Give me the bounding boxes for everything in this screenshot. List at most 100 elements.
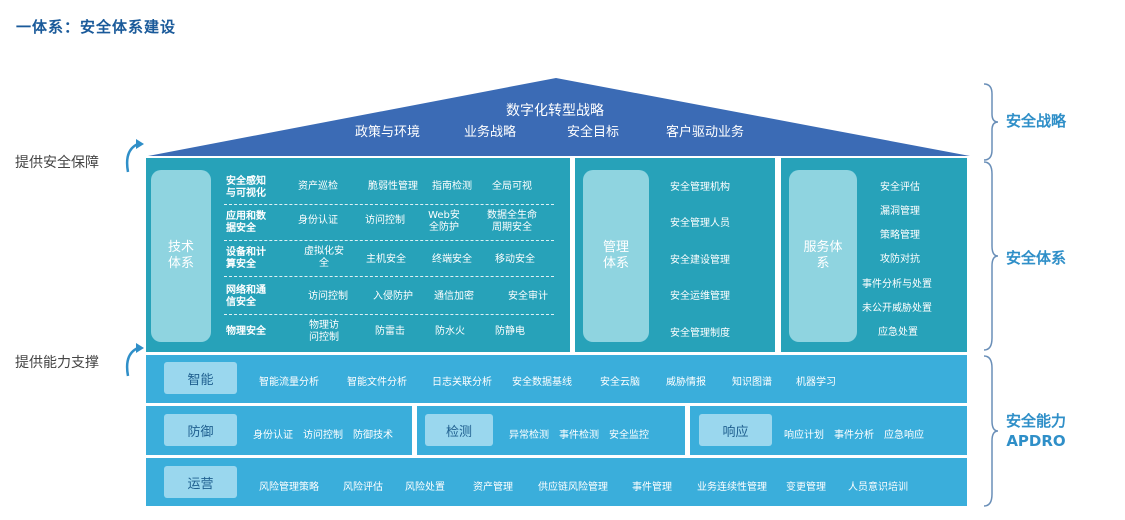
row-label-line2: 据安全 (226, 223, 256, 234)
ops-item: 人员意识培训 (848, 482, 908, 493)
tech-cell: 指南检测 (432, 181, 472, 192)
ops-label: 运营 (164, 466, 237, 498)
roof-title: 数字化转型战略 (506, 103, 604, 119)
service-item: 攻防对抗 (880, 254, 920, 265)
roof-item-goal: 安全目标 (567, 125, 620, 140)
service-item: 漏洞管理 (880, 206, 920, 217)
tech-cell: 虚拟化安 全 (294, 246, 354, 270)
tech-row-label-network: 网络和通 信安全 (226, 285, 266, 309)
mgmt-item: 安全运维管理 (670, 291, 730, 302)
cell-line: 周期安全 (492, 222, 532, 233)
mgmt-system-label: 管理 体系 (583, 170, 649, 342)
smart-item: 智能流量分析 (259, 377, 319, 388)
tech-cell: 入侵防护 (373, 291, 413, 302)
tech-cell: 资产巡检 (298, 181, 338, 192)
brace-icon (983, 83, 999, 161)
cell-line: 问控制 (309, 332, 339, 343)
security-capability-label: 安全能力 APDRO (1006, 411, 1066, 451)
provide-capability-label: 提供能力支撑 (15, 355, 99, 371)
mgmt-item: 安全建设管理 (670, 255, 730, 266)
defense-item: 防御技术 (353, 430, 393, 441)
ops-item: 变更管理 (786, 482, 826, 493)
tech-cell: 物理访 问控制 (294, 320, 354, 344)
security-strategy-label: 安全战略 (1006, 112, 1067, 130)
mgmt-item: 安全管理制度 (670, 328, 730, 339)
service-item: 安全评估 (880, 182, 920, 193)
smart-item: 安全数据基线 (512, 377, 572, 388)
tech-cell: 身份认证 (298, 215, 338, 226)
roof-shape (148, 78, 970, 156)
ops-bar: 运营 (146, 458, 967, 506)
tech-cell: Web安 全防护 (414, 210, 474, 234)
detect-item: 异常检测 (509, 430, 549, 441)
row-label-line1: 网络和通 (226, 285, 266, 296)
curved-arrow-icon (125, 139, 144, 173)
defense-item: 访问控制 (303, 430, 343, 441)
roof-item-business: 业务战略 (464, 125, 517, 140)
capability-line1: 安全能力 (1006, 412, 1067, 430)
tech-cell: 数据全生命 周期安全 (480, 210, 544, 234)
row-label-line1: 安全感知 (226, 176, 266, 187)
tech-cell: 脆弱性管理 (368, 181, 418, 192)
respond-label: 响应 (699, 414, 772, 446)
row-label-line2: 信安全 (226, 297, 256, 308)
row-label-line2: 与可视化 (226, 188, 266, 199)
tech-cell: 终端安全 (432, 254, 472, 265)
brace-icon (983, 161, 999, 351)
tech-row-label-perception: 安全感知 与可视化 (226, 176, 266, 200)
service-system-label: 服务体 系 (789, 170, 857, 342)
service-system-panel: 服务体 系 (781, 158, 967, 352)
cell-line: 数据全生命 (487, 210, 537, 221)
row-label-line1: 设备和计 (226, 247, 266, 258)
row-label-line1: 应用和数 (226, 211, 266, 222)
roof-item-policy: 政策与环境 (355, 125, 421, 140)
smart-bar: 智能 (146, 355, 967, 403)
respond-item: 应急响应 (884, 430, 924, 441)
row-divider (224, 204, 554, 205)
row-divider (224, 276, 554, 277)
service-label-line2: 系 (816, 256, 830, 271)
service-item: 应急处置 (878, 327, 918, 338)
smart-item: 日志关联分析 (432, 377, 492, 388)
cell-line: 物理访 (309, 320, 339, 331)
ops-item: 事件管理 (632, 482, 672, 493)
detect-item: 事件检测 (559, 430, 599, 441)
row-label-line1: 物理安全 (226, 326, 266, 337)
cell-line: 虚拟化安 (304, 246, 344, 257)
tech-cell: 防静电 (495, 326, 525, 337)
smart-item: 安全云脑 (600, 377, 640, 388)
mgmt-system-panel: 管理 体系 (575, 158, 775, 352)
tech-cell: 全局可视 (492, 181, 532, 192)
ops-item: 供应链风险管理 (538, 482, 608, 493)
detect-item: 安全监控 (609, 430, 649, 441)
defense-box: 防御 (146, 406, 412, 455)
service-item: 策略管理 (880, 230, 920, 241)
tech-cell: 防雷击 (375, 326, 405, 337)
tech-label-line1: 技术 (167, 240, 194, 255)
provide-guarantee-label: 提供安全保障 (15, 155, 99, 171)
tech-row-label-physical: 物理安全 (226, 326, 266, 338)
defense-label: 防御 (164, 414, 237, 446)
smart-item: 智能文件分析 (347, 377, 407, 388)
roof-item-customer: 客户驱动业务 (666, 125, 745, 140)
curved-arrow-icon (125, 343, 144, 377)
ops-item: 风险处置 (405, 482, 445, 493)
service-item: 事件分析与处置 (862, 279, 932, 290)
smart-label: 智能 (164, 362, 237, 394)
ops-item: 风险管理策略 (259, 482, 319, 493)
tech-row-label-appdata: 应用和数 据安全 (226, 211, 266, 235)
tech-cell: 防水火 (435, 326, 465, 337)
tech-cell: 安全审计 (508, 291, 548, 302)
mgmt-label-line2: 体系 (602, 256, 629, 271)
cell-line: 全 (319, 258, 329, 269)
mgmt-item: 安全管理机构 (670, 182, 730, 193)
mgmt-label-line1: 管理 (602, 240, 629, 255)
tech-label-line2: 体系 (167, 256, 194, 271)
tech-cell: 访问控制 (365, 215, 405, 226)
row-label-line2: 算安全 (226, 259, 256, 270)
page-title: 一体系：安全体系建设 (16, 18, 177, 36)
capability-line2: APDRO (1006, 432, 1066, 450)
brace-icon (983, 355, 999, 507)
mgmt-item: 安全管理人员 (670, 218, 730, 229)
tech-cell: 主机安全 (366, 254, 406, 265)
